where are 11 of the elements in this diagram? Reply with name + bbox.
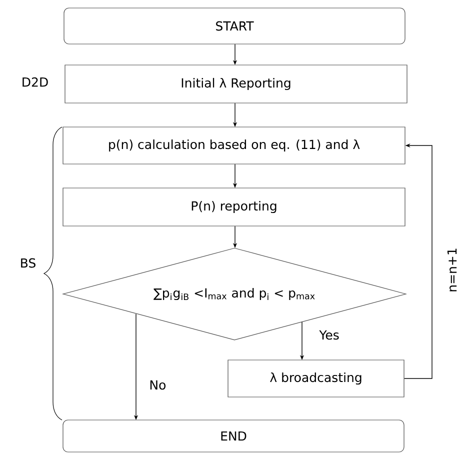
edge-label: n=n+1	[446, 246, 458, 294]
terminal-box: END	[62, 420, 404, 452]
edge-label: No	[148, 379, 168, 391]
process-box: p(n) calculation based on eq. (11) and λ	[62, 126, 406, 164]
side-label: D2D	[22, 77, 48, 87]
group-label: BS	[21, 258, 36, 268]
process-box: Initial λ Reporting	[64, 64, 408, 104]
process-box: P(n) reporting	[62, 188, 406, 226]
edge-label: Yes	[318, 329, 340, 341]
process-box: λ broadcasting	[228, 360, 404, 398]
terminal-box: START	[64, 8, 406, 44]
